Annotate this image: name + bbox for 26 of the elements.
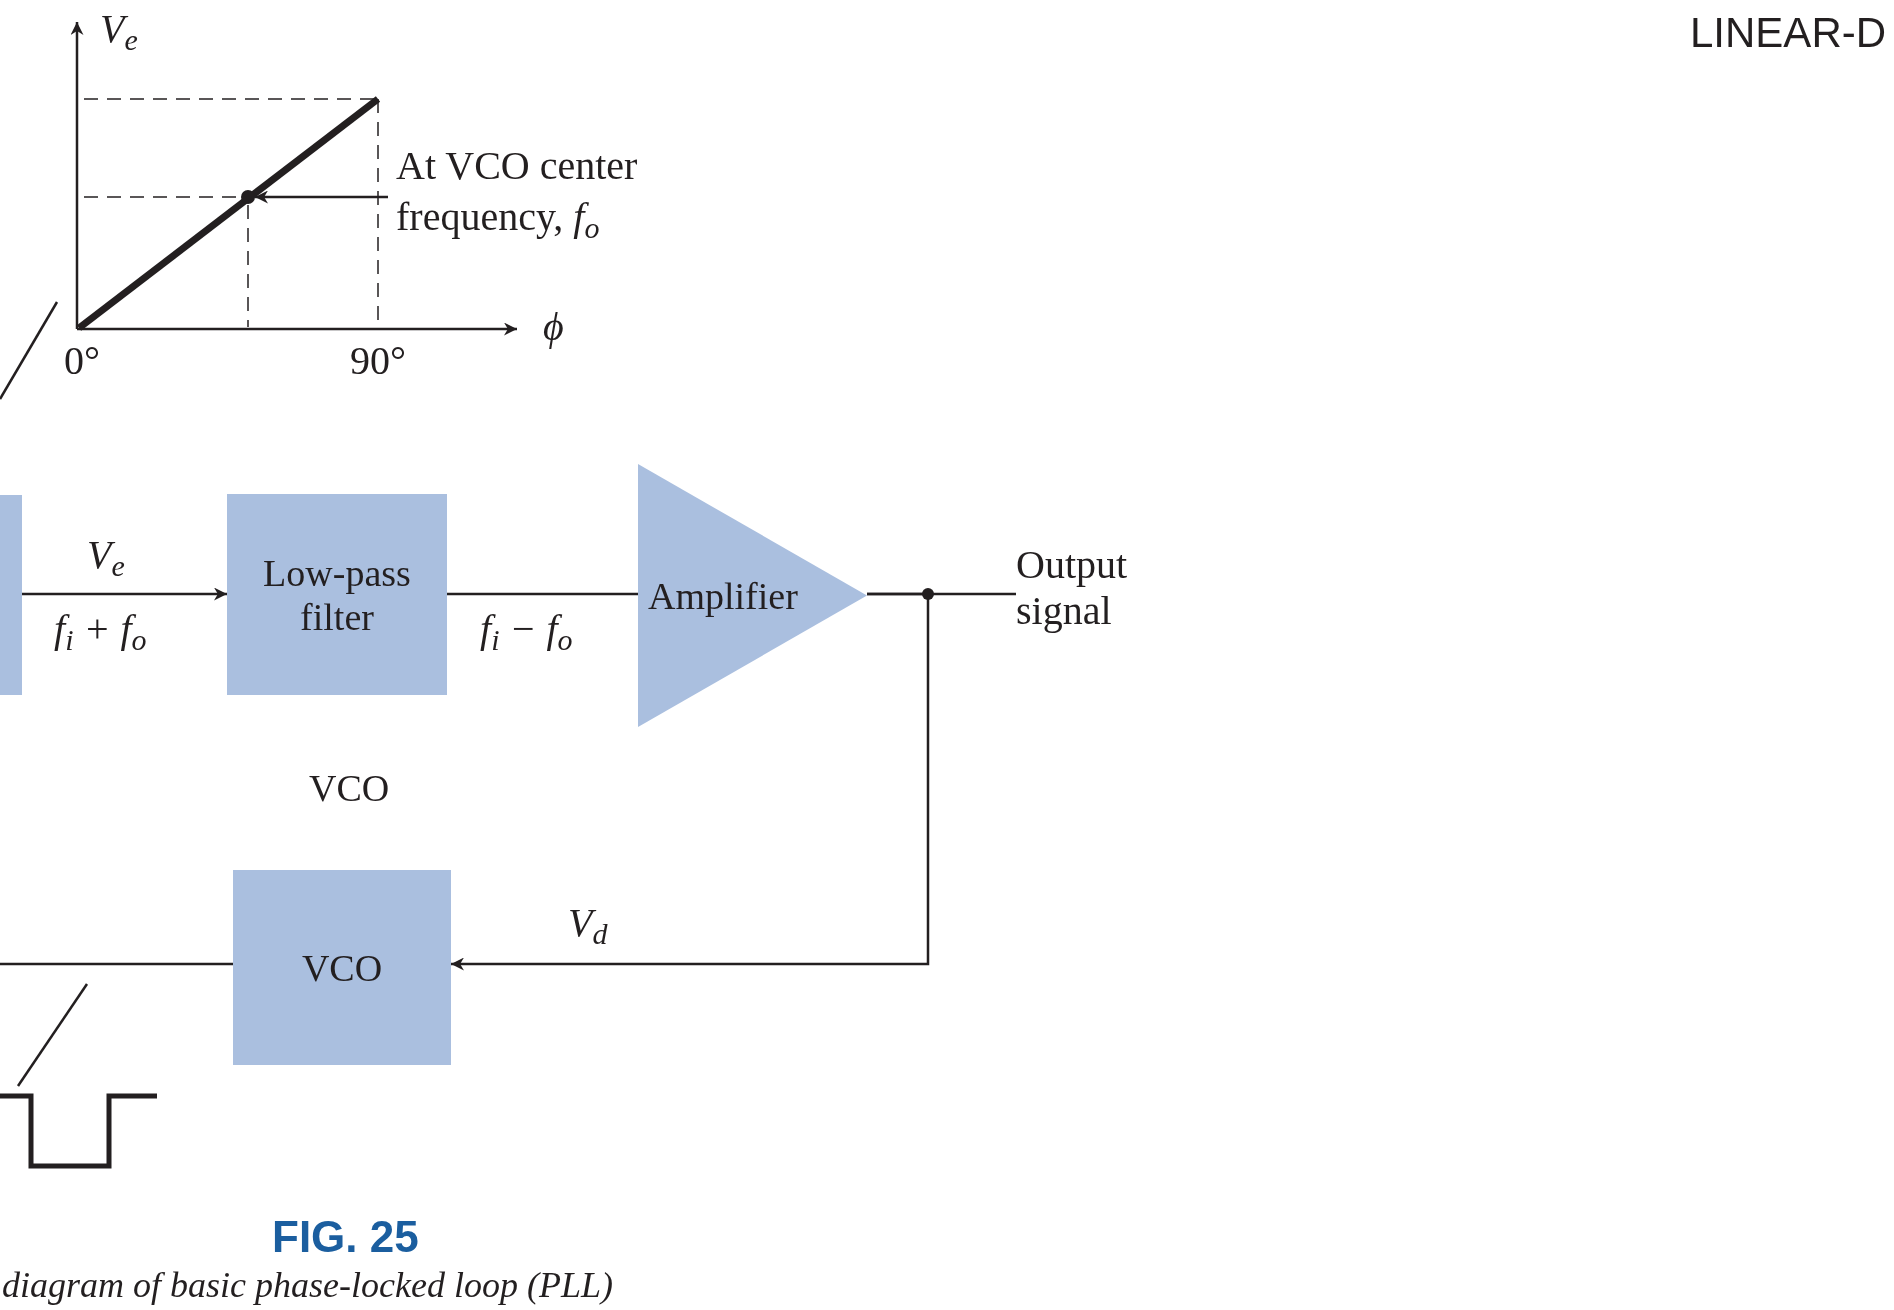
figure-caption: diagram of basic phase-locked loop (PLL)	[2, 1264, 613, 1306]
leader-arrow	[255, 190, 388, 204]
figure-number: FIG. 25	[272, 1212, 419, 1262]
process-box: Low-pass filter	[227, 494, 447, 695]
process-box	[0, 495, 22, 695]
edge-label: V$_{e}$	[87, 532, 125, 578]
annotation-text: At VCO center frequency, f$_{o}$	[388, 140, 678, 244]
amplifier-triangle: Amplifier	[638, 464, 867, 727]
block-label: VCO	[309, 766, 390, 810]
connector-line	[0, 962, 233, 966]
leader-line	[16, 983, 89, 1087]
leader-line	[0, 301, 59, 400]
edge-label: V$_{d}$	[568, 900, 608, 946]
process-box: VCO	[233, 870, 451, 1065]
axis-label: V$_{e}$	[100, 6, 138, 52]
signal-label: f$_{i}$ + f$_{o}$	[54, 606, 147, 652]
operating-point-icon	[241, 190, 255, 204]
arrow	[22, 587, 227, 601]
feedback-arrow	[451, 592, 930, 971]
tick-label: 90°	[350, 338, 406, 384]
page-header: LINEAR-D	[1690, 9, 1887, 57]
connector-line	[447, 592, 638, 596]
output-label: Output signal	[1016, 542, 1156, 636]
tick-label: 0°	[64, 338, 100, 384]
edge-label: f$_{i}$ − f$_{o}$	[480, 606, 573, 652]
axis-label: ϕ	[543, 304, 564, 350]
